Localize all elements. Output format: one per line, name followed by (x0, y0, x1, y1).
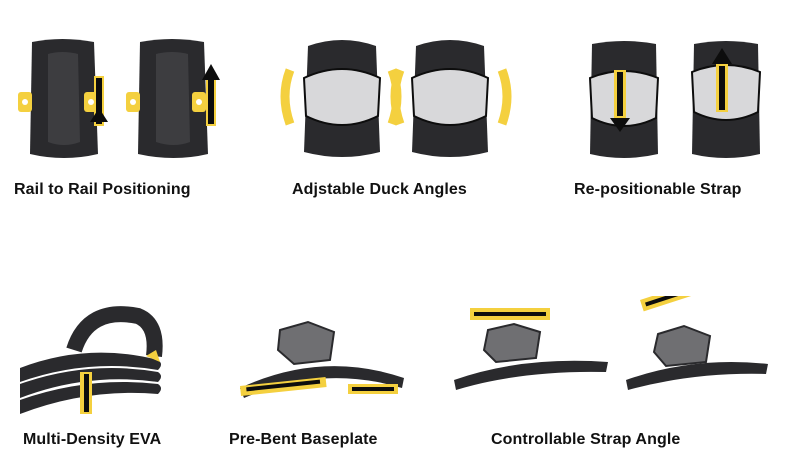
caption-repositionable-strap: Re-positionable Strap (574, 181, 742, 198)
binding-left (588, 41, 660, 158)
caption-multi-density-eva: Multi-Density EVA (23, 431, 162, 448)
binding-right (626, 296, 768, 390)
pre-bent-baseplate-illustration (238, 318, 406, 410)
binding-right (126, 39, 220, 158)
caption-pre-bent-baseplate: Pre-Bent Baseplate (229, 431, 378, 448)
caption-duck-angles: Adjstable Duck Angles (292, 181, 467, 198)
strap-angle-illustration (452, 296, 770, 396)
strap-position-illustration (584, 38, 780, 162)
eva-layers-illustration (18, 302, 168, 422)
caption-controllable-strap-angle: Controllable Strap Angle (491, 431, 681, 448)
binding-left (18, 39, 108, 158)
binding-left (454, 308, 608, 390)
duck-angle-illustration (278, 30, 518, 162)
binding-right (390, 40, 512, 157)
binding-right (690, 41, 762, 158)
caption-rail-to-rail: Rail to Rail Positioning (14, 181, 191, 198)
rail-to-rail-illustration (14, 36, 236, 162)
binding-left (280, 40, 402, 157)
